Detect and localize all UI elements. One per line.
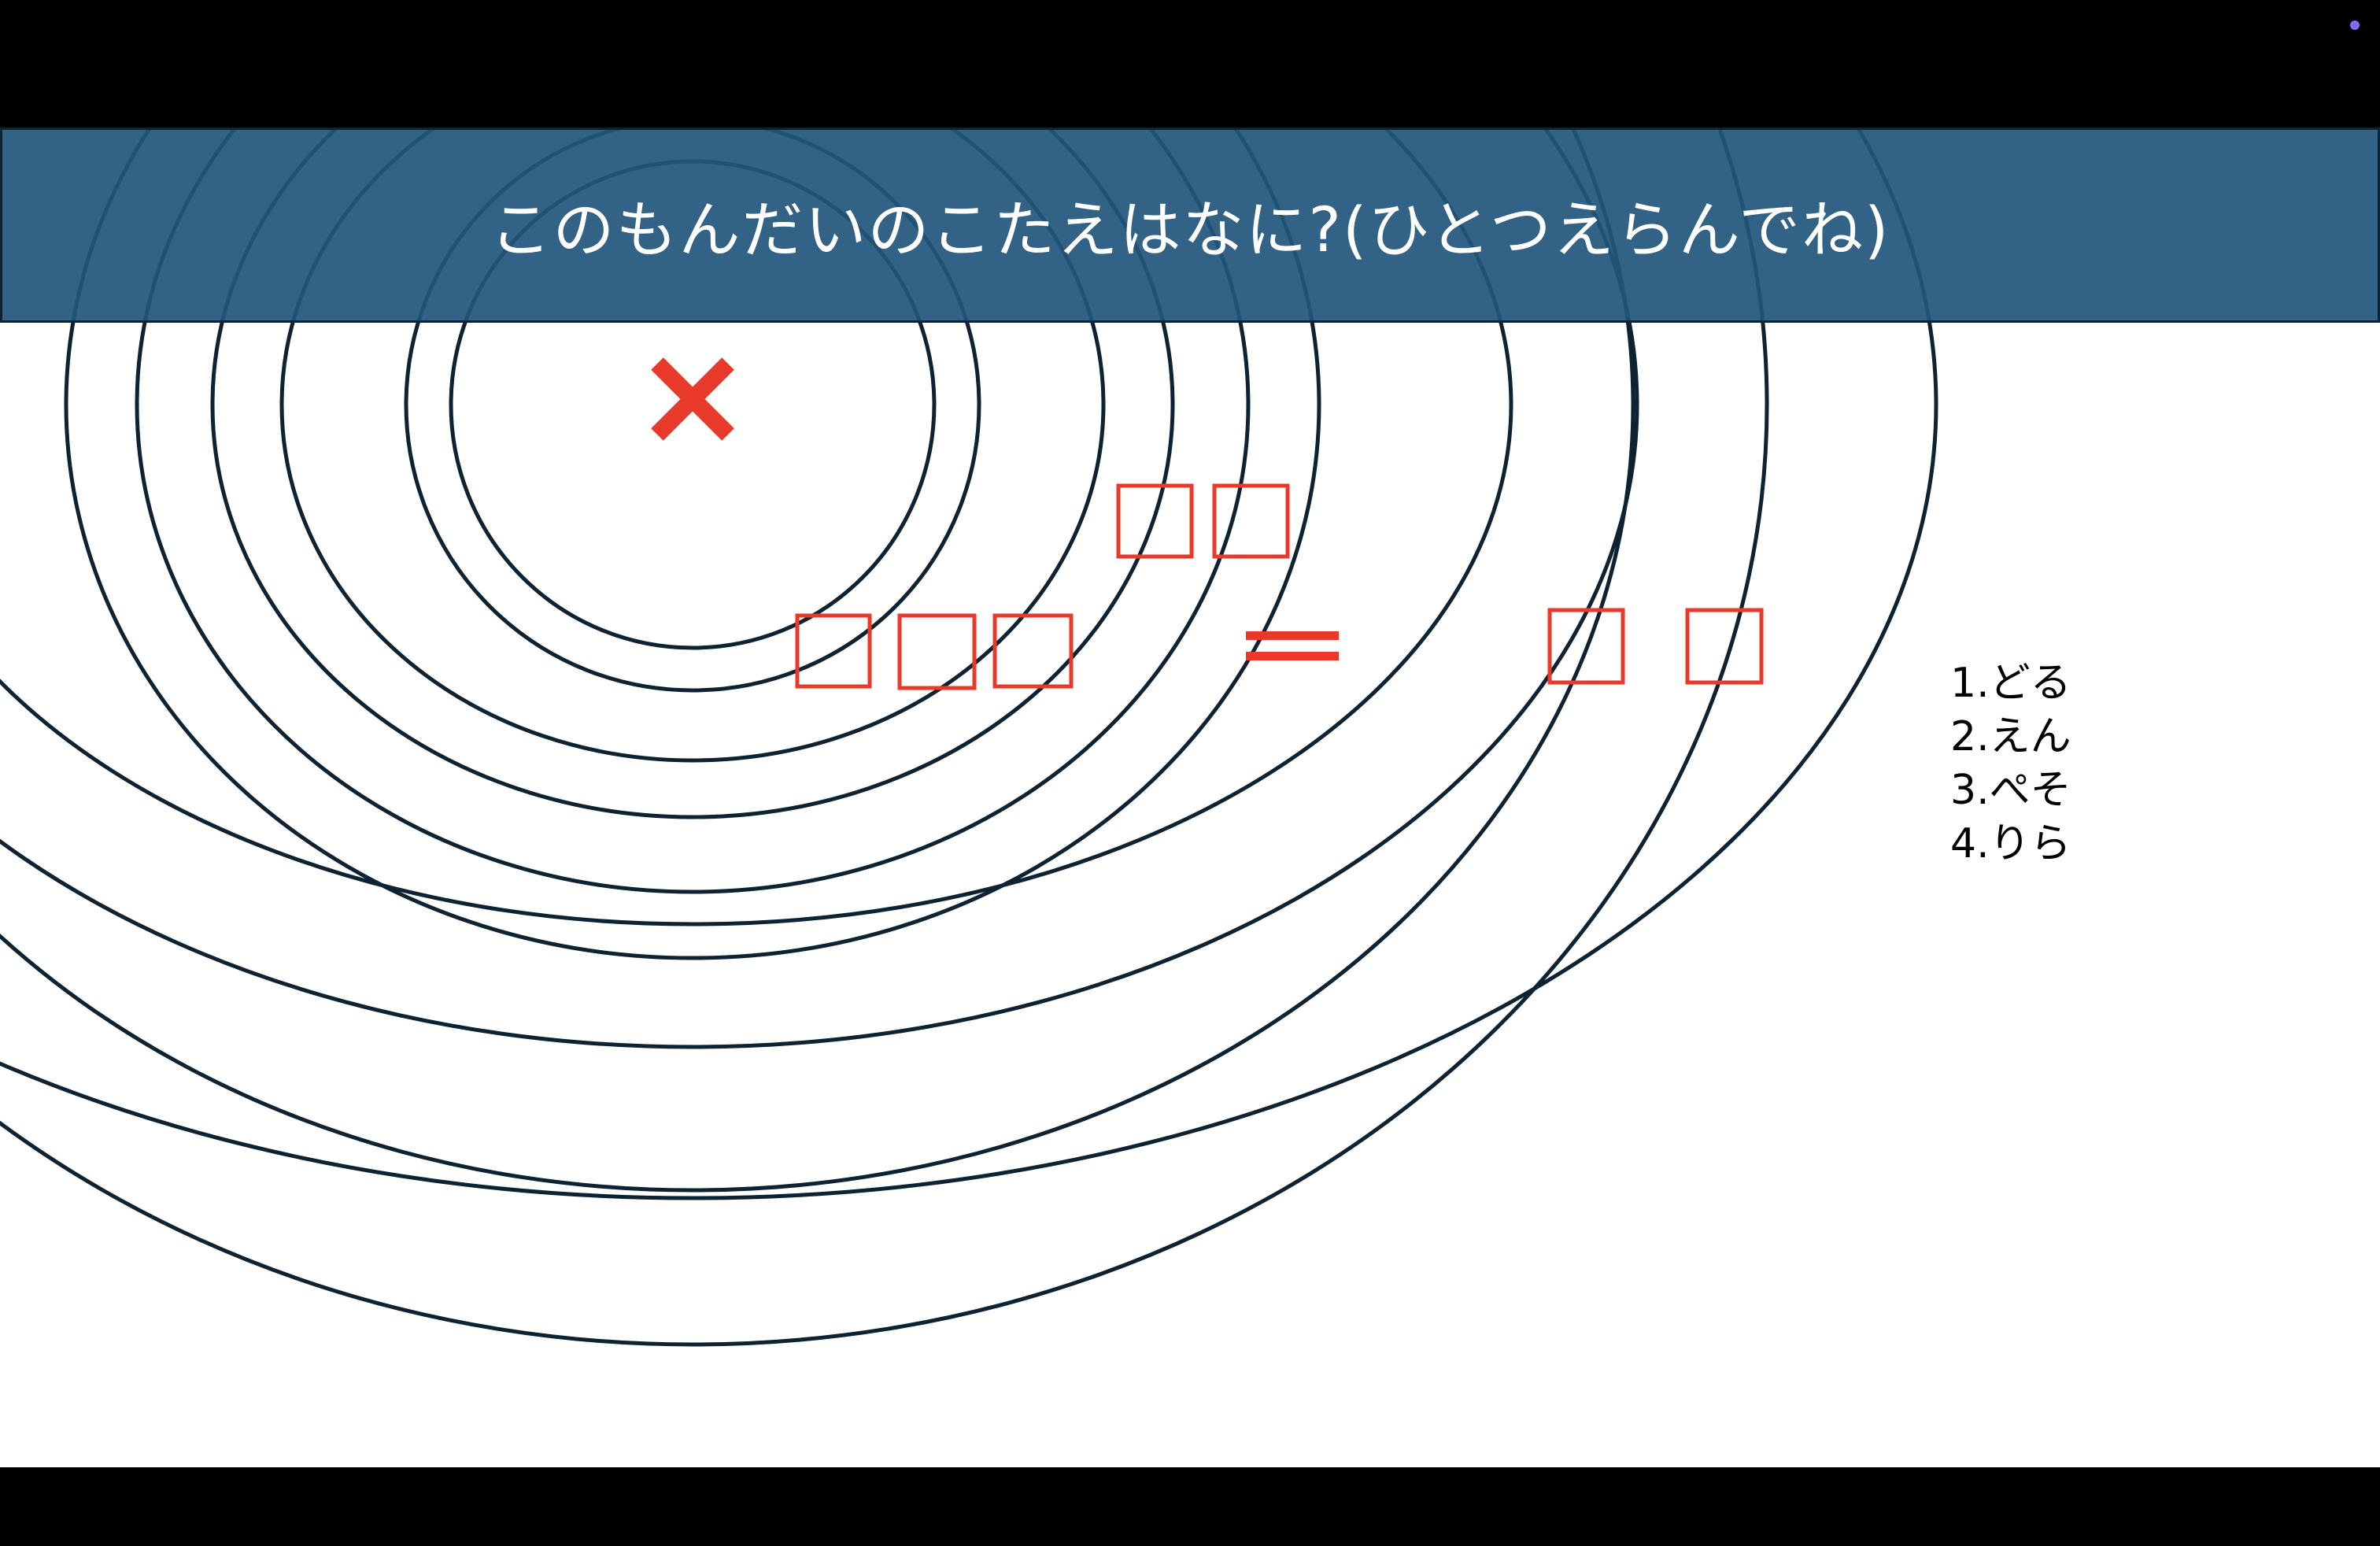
cross-mark-icon — [651, 357, 734, 441]
ring-11 — [0, 128, 1938, 1200]
puzzle-box-right-1 — [1547, 608, 1625, 685]
puzzle-graphic — [651, 357, 1764, 690]
answer-choices-list: 1.どる 2.えん 3.ぺそ 4.りら — [1950, 656, 2071, 871]
puzzle-box-left-2 — [897, 613, 977, 690]
puzzle-box-left-1 — [795, 613, 872, 689]
choice-3[interactable]: 3.ぺそ — [1950, 767, 2071, 814]
ring-4 — [210, 128, 1175, 819]
ring-2 — [404, 128, 981, 693]
ring-5 — [135, 128, 1251, 894]
ring-6 — [64, 128, 1321, 960]
puzzle-box-right-2 — [1685, 608, 1764, 685]
ring-9 — [0, 128, 1513, 926]
quiz-slide: このもんだいのこたえはなに?(ひとつえらんでね) 1.どる — [0, 128, 2380, 1467]
ring-10 — [0, 128, 1639, 1049]
choice-4[interactable]: 4.りら — [1950, 820, 2071, 867]
recording-dot-icon — [2350, 20, 2360, 30]
title-bar: このもんだいのこたえはなに?(ひとつえらんでね) — [0, 128, 2380, 323]
concentric-rings-graphic — [0, 128, 1938, 1347]
ring-7 — [0, 128, 1635, 1193]
equals-sign-icon — [1246, 631, 1339, 660]
puzzle-box-top-1 — [1116, 483, 1194, 559]
ring-3 — [279, 128, 1106, 763]
choice-2[interactable]: 2.えん — [1950, 713, 2071, 760]
choice-1[interactable]: 1.どる — [1950, 660, 2071, 707]
question-title: このもんだいのこたえはなに?(ひとつえらんでね) — [490, 195, 1890, 266]
ring-8 — [0, 128, 1769, 1347]
puzzle-box-top-2 — [1212, 483, 1290, 559]
puzzle-box-left-3 — [992, 613, 1074, 689]
